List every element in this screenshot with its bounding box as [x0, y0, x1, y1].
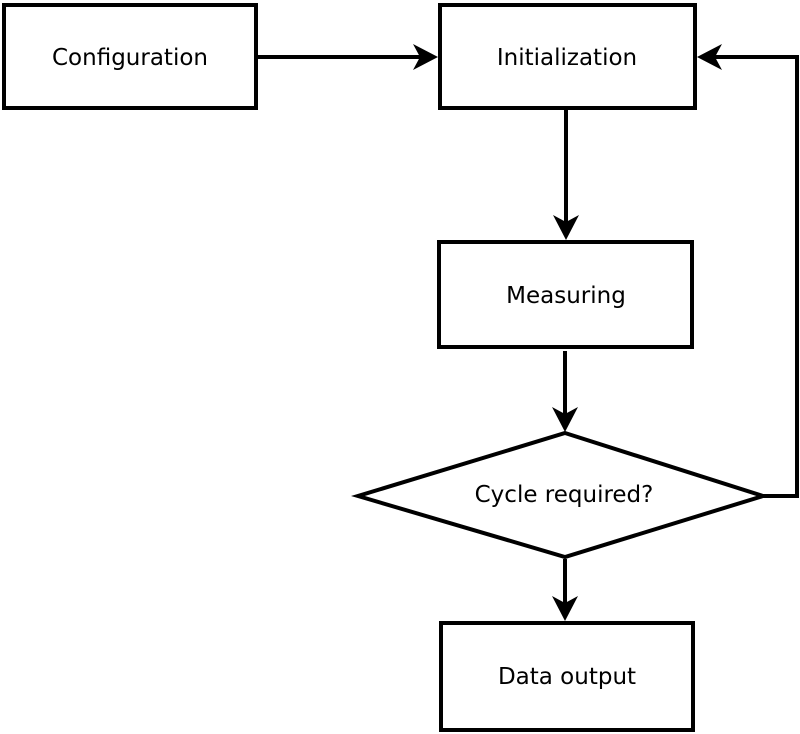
node-configuration: Configuration [2, 3, 258, 110]
configuration-box [2, 3, 258, 110]
data-output-label: Data output [498, 664, 636, 690]
node-cycle-required: Cycle required? [351, 430, 770, 560]
cycle-required-diamond [351, 430, 770, 560]
data-output-box [439, 621, 695, 732]
node-measuring: Measuring [437, 240, 694, 349]
initialization-box [438, 3, 697, 110]
measuring-box [437, 240, 694, 349]
node-data-output: Data output [439, 621, 695, 732]
initialization-label: Initialization [497, 45, 637, 71]
configuration-label: Configuration [52, 45, 208, 71]
node-initialization: Initialization [438, 3, 697, 110]
cycle-required-label: Cycle required? [475, 482, 654, 508]
edge-cycle-required-to-initialization-feedback [697, 44, 799, 498]
measuring-label: Measuring [506, 283, 626, 309]
